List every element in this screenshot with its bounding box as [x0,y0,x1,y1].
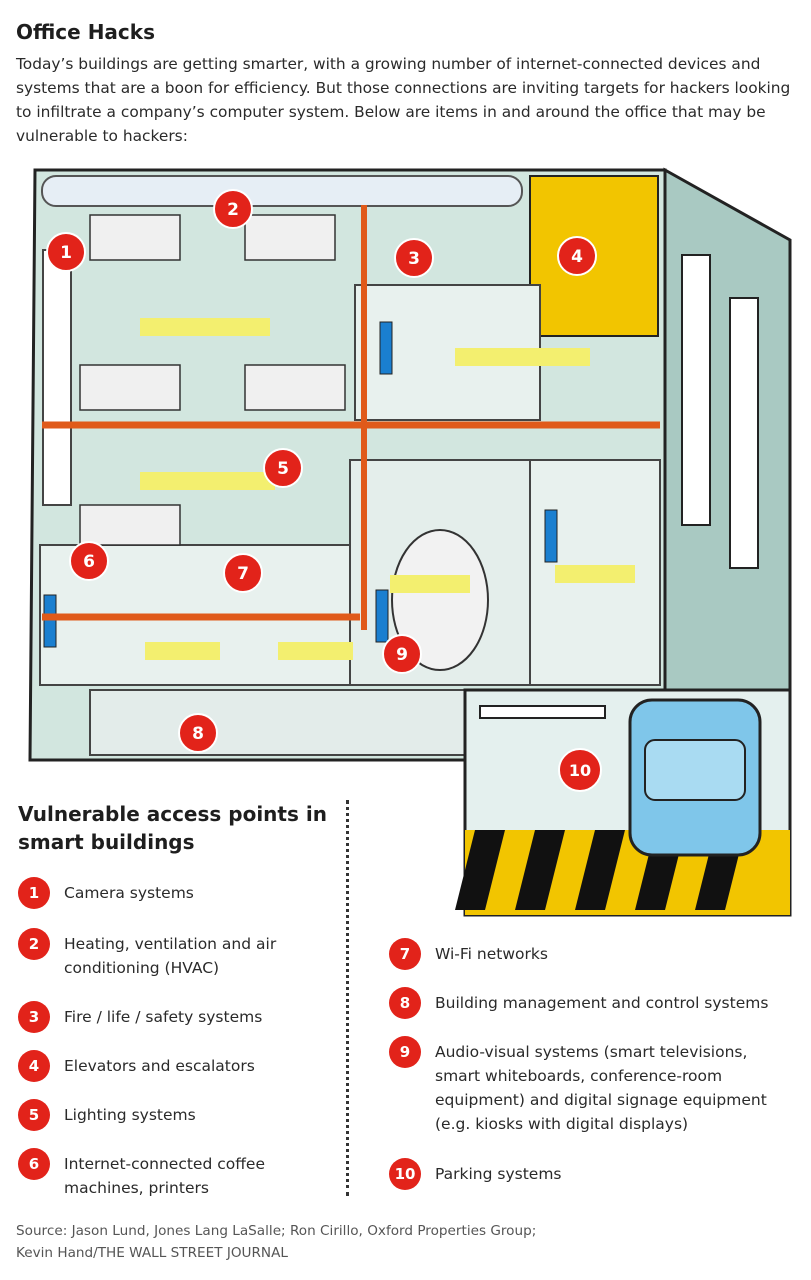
legend-label: Fire / life / safety systems [64,1008,263,1026]
utility-room [89,689,466,756]
light-fixture [455,348,590,366]
legend-number-badge: 1 [18,877,50,909]
wall-screen [375,589,389,643]
light-fixture [278,642,353,660]
marker-label: 3 [408,249,420,269]
marker-8: 8 [178,713,218,753]
light-fixture [140,472,275,490]
legend-number-badge: 10 [389,1158,421,1190]
source-credit: Source: Jason Lund, Jones Lang LaSalle; … [16,1220,616,1264]
marker-label: 2 [227,200,239,220]
marker-label: 5 [277,459,289,479]
marker-2: 2 [213,189,253,229]
intro-paragraph: Today’s buildings are getting smarter, w… [16,55,791,145]
marker-6: 6 [69,541,109,581]
marker-label: 9 [396,645,408,665]
light-fixture [140,318,270,336]
legend-number-badge: 7 [389,938,421,970]
marker-7: 7 [223,553,263,593]
marker-4: 4 [557,236,597,276]
legend-label: Elevators and escalators [64,1057,255,1075]
legend-number-badge: 4 [18,1050,50,1082]
conference-table [391,529,489,671]
office-floor-illustration: 1 2 3 4 5 6 7 8 [28,167,792,917]
legend-heading: Vulnerable access points in smart buildi… [18,802,327,854]
marker-1: 1 [46,232,86,272]
legend-number-badge: 8 [389,987,421,1019]
desk [79,504,181,546]
light-fixture [145,642,220,660]
light-fixture [390,575,470,593]
marker-label: 1 [60,243,72,263]
hazard-stripe [575,830,625,910]
infographic-title: Office Hacks [16,20,155,44]
desk [244,364,346,411]
marker-label: 6 [83,552,95,572]
legend-number-badge: 5 [18,1099,50,1131]
facade-window [729,297,759,569]
legend-label: Lighting systems [64,1106,196,1124]
wall-screen [379,321,393,375]
legend-label: Parking systems [435,1165,562,1183]
legend-divider [346,800,349,1196]
marker-label: 10 [569,761,591,780]
facade-window [681,254,711,526]
source-line: Source: Jason Lund, Jones Lang LaSalle; … [16,1223,537,1239]
legend-number-badge: 2 [18,928,50,960]
marker-label: 4 [571,247,583,267]
hazard-stripe [455,830,505,910]
desk [79,364,181,411]
credit-line: Kevin Hand/THE WALL STREET JOURNAL [16,1245,288,1261]
legend-label: Internet-connected coffee machines, prin… [64,1155,265,1197]
legend-label: Camera systems [64,884,194,902]
legend-label: Audio-visual systems (smart televisions,… [435,1043,767,1133]
desk [89,214,181,261]
wall-screen [43,594,57,648]
legend-number-badge: 3 [18,1001,50,1033]
marker-9: 9 [382,634,422,674]
marker-10: 10 [558,748,602,792]
legend-label: Wi-Fi networks [435,945,548,963]
desk [244,214,336,261]
hvac-duct [41,175,523,207]
wall-screen [544,509,558,563]
marker-5: 5 [263,448,303,488]
legend-number-badge: 9 [389,1036,421,1068]
legend-number-badge: 6 [18,1148,50,1180]
window-strip [42,249,72,506]
parking-gate-arm [479,705,606,719]
legend-label: Building management and control systems [435,994,769,1012]
hazard-stripe [515,830,565,910]
light-fixture [555,565,635,583]
legend-label: Heating, ventilation and air conditionin… [64,935,277,977]
car-windshield [644,739,746,801]
marker-label: 8 [192,724,204,744]
marker-3: 3 [394,238,434,278]
marker-label: 7 [237,564,249,584]
